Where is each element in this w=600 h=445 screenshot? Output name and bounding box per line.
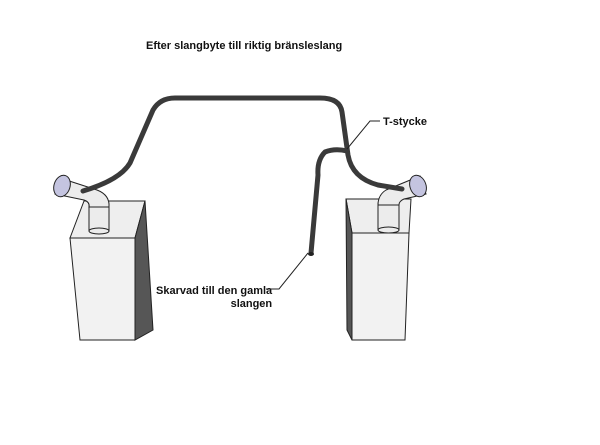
hose-splice-end [308,252,314,256]
left-tank [69,200,154,341]
right-fitting-end [409,174,427,198]
splice-label-line1: Skarvad till den gamla [156,285,273,297]
tee-label: T-stycke [383,116,428,128]
right-tank-front [351,232,410,341]
left-fitting-end [53,174,71,198]
left-tank-front [69,237,136,341]
fuel-hose-main [80,95,405,194]
splice-label-line2: slangen [230,298,273,310]
tee-leader-line [346,120,380,150]
fuel-hose-branch [308,147,350,256]
right-tank-side [345,198,353,341]
right-standpipe-base [377,226,400,234]
splice-leader-line [266,252,309,290]
left-fitting [53,174,110,235]
splice-label: Skarvad till den gamla slangen [156,285,272,311]
diagram-title: Efter slangbyte till riktig bränsleslang [146,40,343,52]
left-standpipe-base [88,227,110,235]
left-standpipe [88,204,110,232]
left-tank-side [134,200,154,341]
right-standpipe [377,202,400,231]
